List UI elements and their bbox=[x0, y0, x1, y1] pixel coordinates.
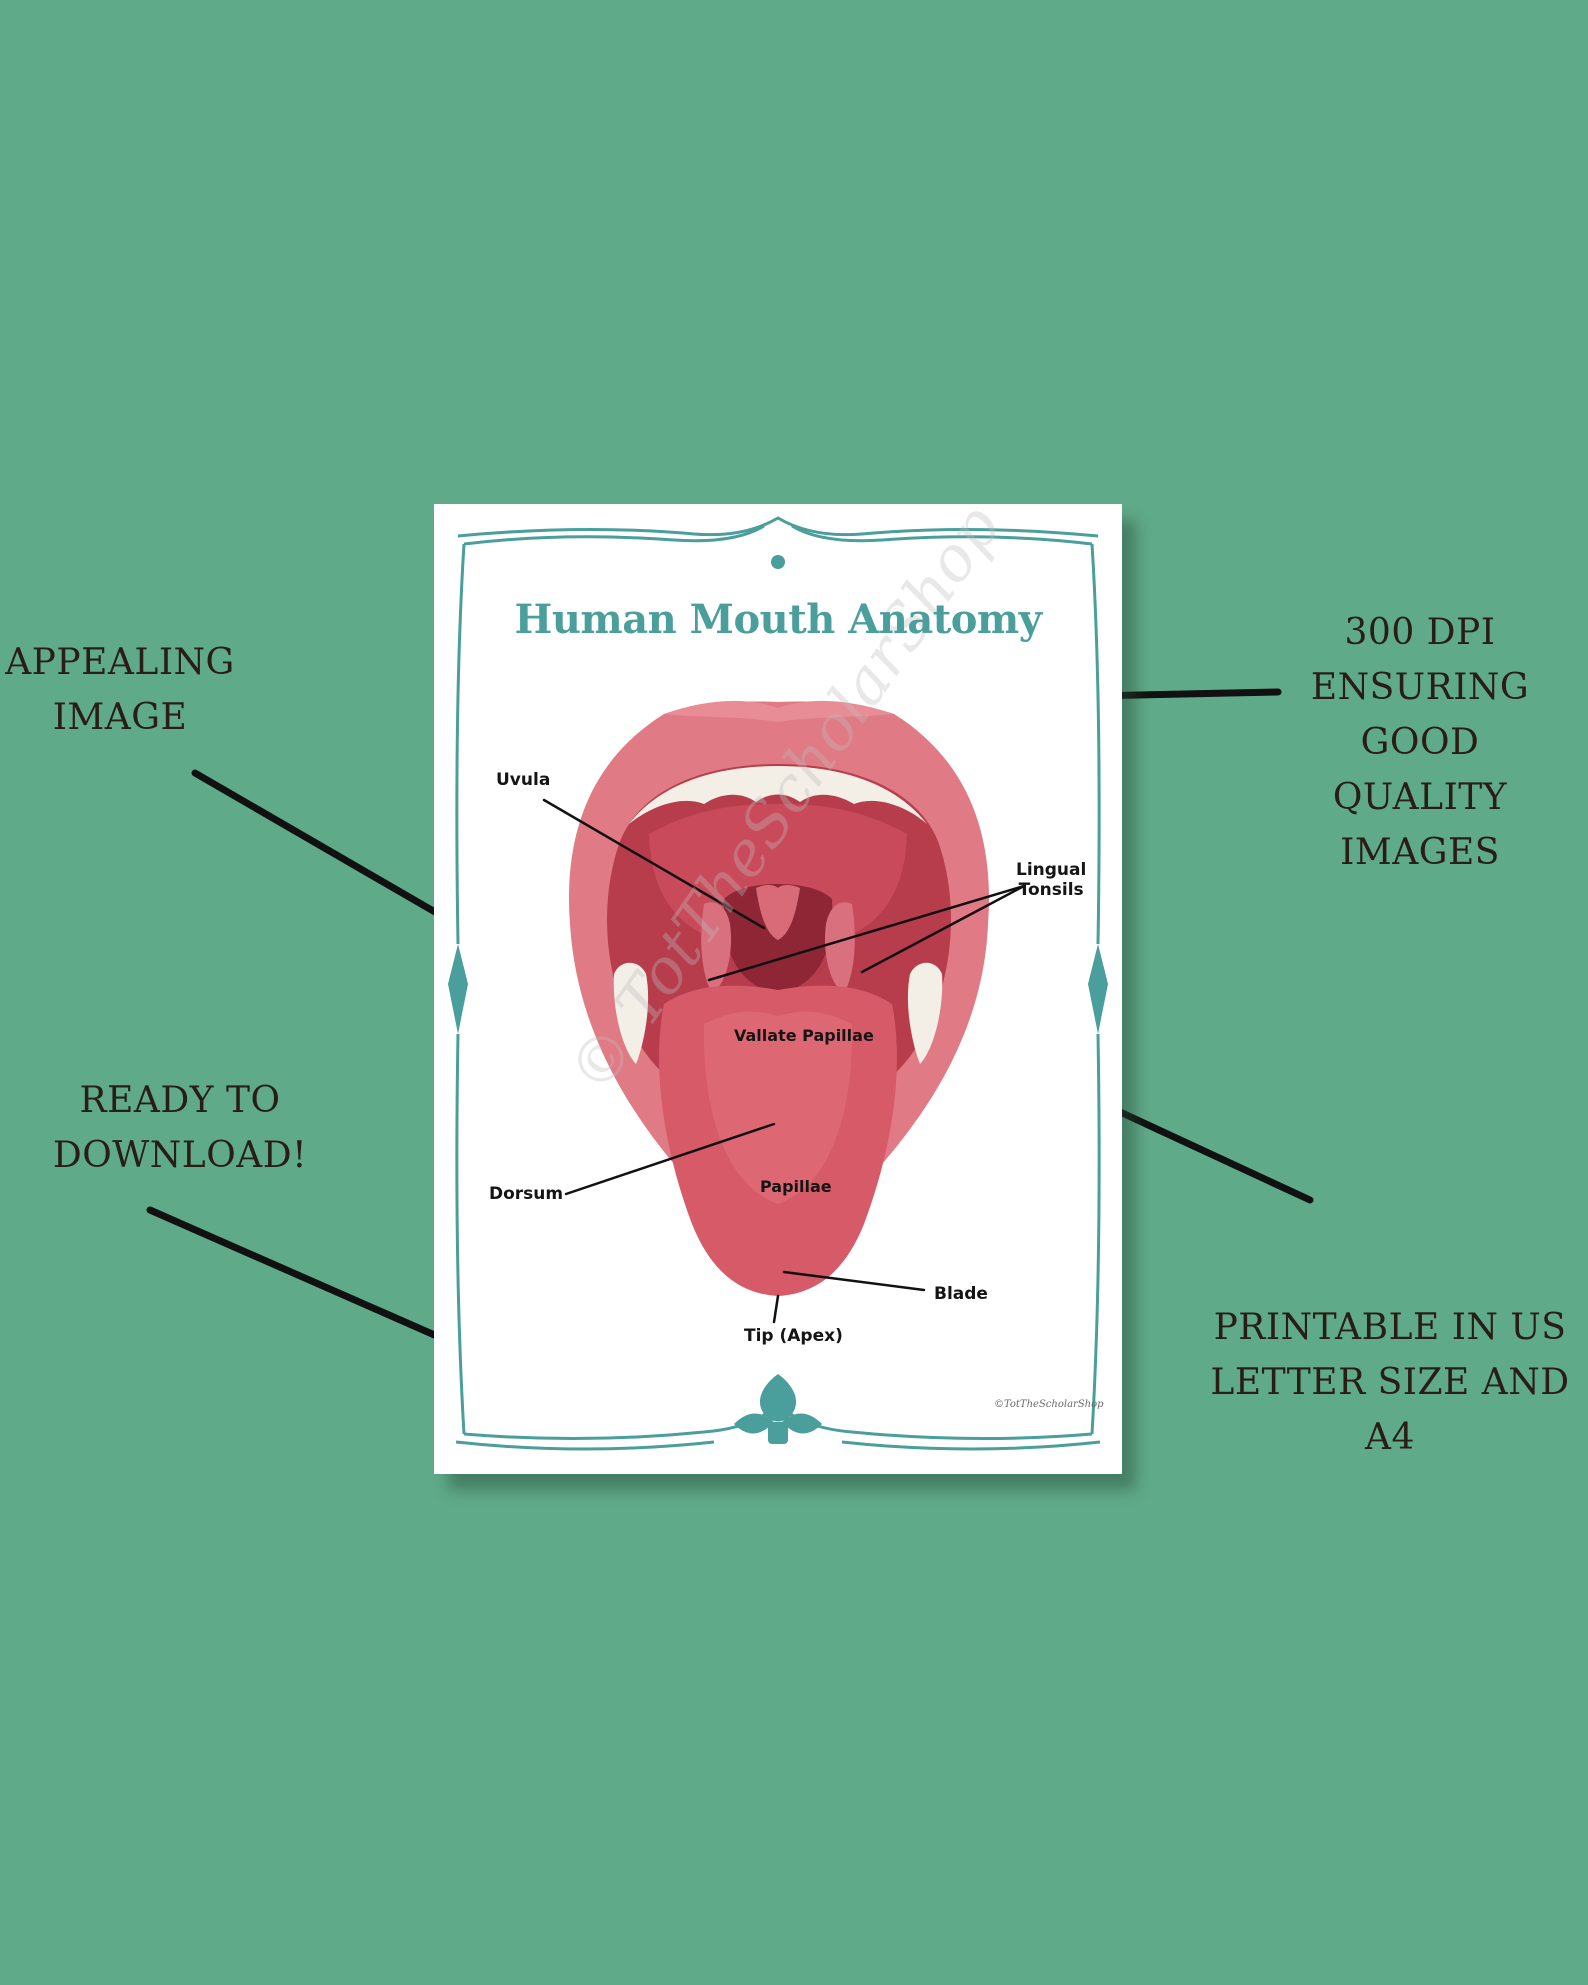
lower-teeth-right bbox=[907, 962, 943, 1064]
lower-teeth-left bbox=[613, 962, 649, 1064]
uvula-shape bbox=[756, 885, 800, 940]
right-tonsil bbox=[824, 902, 855, 994]
callout-ready-to-download: READY TO DOWNLOAD! bbox=[52, 1080, 308, 1176]
callout-printable-sizes: PRINTABLE IN US LETTER SIZE AND A4 bbox=[1210, 1307, 1570, 1458]
sheet-artwork bbox=[448, 516, 1108, 1451]
label-uvula: Uvula bbox=[496, 770, 551, 790]
upper-lip-fold bbox=[664, 700, 894, 722]
label-tip-apex: Tip (Apex) bbox=[744, 1326, 843, 1346]
callout-300-dpi: 300 DPI ENSURING GOOD QUALITY IMAGES bbox=[1310, 612, 1530, 873]
anatomy-sheet-preview: © TotTheScholarShop Human Mouth Anatomy … bbox=[434, 492, 1122, 1474]
ornamental-frame bbox=[455, 516, 1101, 1451]
frame-ornaments bbox=[448, 555, 1108, 1444]
mouth-illustration bbox=[569, 700, 989, 1296]
callout-appealing-image: APPEALING IMAGE bbox=[5, 642, 235, 738]
upper-teeth bbox=[629, 766, 927, 824]
label-dorsum: Dorsum bbox=[489, 1184, 564, 1204]
tongue-highlight bbox=[703, 1011, 853, 1204]
label-vallate-papillae: Vallate Papillae bbox=[734, 1026, 874, 1045]
label-lingual-tonsils: Lingual Tonsils bbox=[1016, 860, 1087, 900]
shop-credit: ©TotTheScholarShop bbox=[994, 1399, 1104, 1410]
label-leaders bbox=[542, 798, 1026, 1324]
label-papillae: Papillae bbox=[760, 1177, 832, 1196]
label-blade: Blade bbox=[934, 1284, 988, 1304]
sheet-title: Human Mouth Anatomy bbox=[514, 596, 1042, 643]
left-tonsil bbox=[701, 902, 732, 994]
